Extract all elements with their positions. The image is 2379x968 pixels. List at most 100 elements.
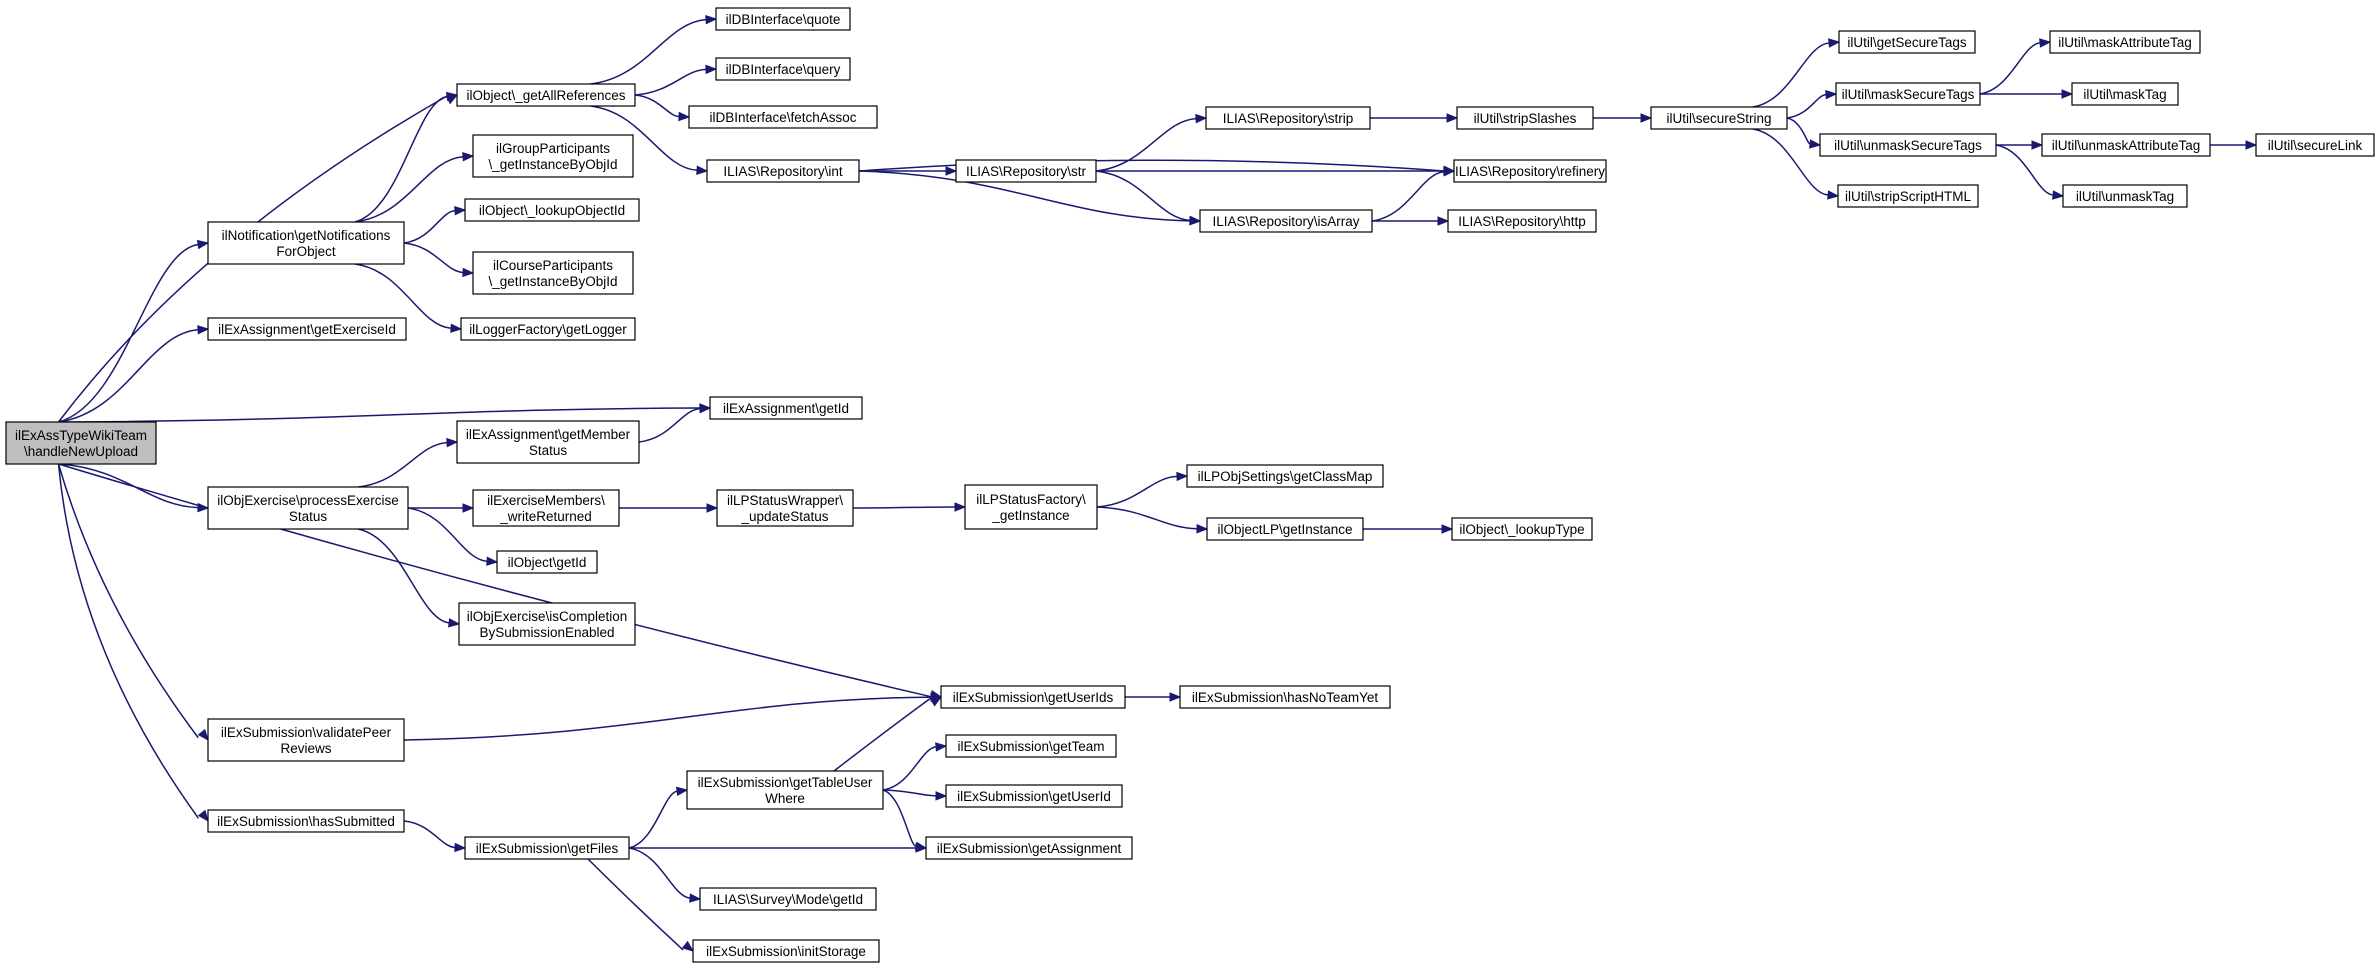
node-label: ILIAS\Repository\refinery (1455, 164, 1605, 179)
node-box (925, 836, 1133, 860)
node-get-user-ids[interactable]: ilExSubmission\getUserIds (940, 685, 1126, 709)
arrowhead (706, 503, 719, 513)
node-label: ilUtil\unmaskSecureTags (1834, 138, 1982, 153)
edge-lp-wrapper-to-lp-factory (852, 506, 956, 509)
edge-notif-to-course-part (403, 242, 464, 274)
node-root[interactable]: ilExAssTypeWikiTeam\handleNewUpload (5, 421, 157, 465)
node-label: ilExSubmission\validatePeer (221, 725, 392, 740)
node-get-all-references[interactable]: ilObject\_getAllReferences (456, 83, 636, 107)
edge-root-to-get-user-ids (58, 463, 932, 698)
edge-get-files-to-init-storage (587, 858, 684, 951)
node-lookup-object-id[interactable]: ilObject\_lookupObjectId (464, 198, 640, 222)
node-get-exercise-id[interactable]: ilExAssignment\getExerciseId (207, 317, 407, 341)
node-box (472, 251, 634, 295)
arrowhead (696, 165, 709, 175)
node-group-part[interactable]: ilGroupParticipants\_getInstanceByObjId (472, 134, 634, 178)
node-label: ilUtil\secureLink (2268, 138, 2363, 153)
node-box (1650, 106, 1788, 130)
node-write-returned[interactable]: ilExerciseMembers\_writeReturned (472, 489, 620, 527)
arrowhead (689, 893, 702, 903)
node-label: _getInstance (991, 508, 1069, 523)
node-box (472, 134, 634, 178)
node-label: ilUtil\maskSecureTags (1842, 87, 1975, 102)
edge-secure-string-to-mask-secure-tags (1786, 93, 1827, 119)
arrowhead (445, 91, 459, 102)
edge-secure-string-to-unmask-secure-tags (1786, 117, 1811, 145)
arrowhead (1640, 113, 1653, 123)
node-label: Where (765, 791, 805, 806)
node-strip-script[interactable]: ilUtil\stripScriptHTML (1837, 184, 1979, 208)
node-init-storage[interactable]: ilExSubmission\initStorage (692, 939, 880, 963)
node-strip-slashes[interactable]: ilUtil\stripSlashes (1456, 106, 1594, 130)
node-is-completion[interactable]: ilObjExercise\isCompletionBySubmissionEn… (458, 602, 636, 646)
node-lp-class-map[interactable]: ilLPObjSettings\getClassMap (1186, 464, 1384, 488)
node-box (1819, 133, 1997, 157)
node-box (207, 718, 405, 762)
edge-get-table-user-to-get-user-ids (833, 697, 932, 772)
node-unmask-secure-tags[interactable]: ilUtil\unmaskSecureTags (1819, 133, 1997, 157)
node-unmask-tag[interactable]: ilUtil\unmaskTag (2062, 184, 2188, 208)
node-db-fetch[interactable]: ilDBInterface\fetchAssoc (688, 105, 878, 129)
node-mask-tag[interactable]: ilUtil\maskTag (2071, 82, 2179, 106)
node-lookup-type[interactable]: ilObject\_lookupType (1451, 517, 1593, 541)
node-sub-get-user-id[interactable]: ilExSubmission\getUserId (945, 784, 1123, 808)
node-obj-get-id[interactable]: ilObject\getId (496, 550, 598, 574)
node-box (716, 489, 854, 527)
node-survey-get-id[interactable]: ILIAS\Survey\Mode\getId (699, 887, 877, 911)
node-db-query[interactable]: ilDBInterface\query (715, 57, 851, 81)
edge-unmask-secure-tags-to-unmask-tag (1995, 144, 2054, 196)
node-label: ilObjectLP\getInstance (1217, 522, 1352, 537)
node-box (1838, 30, 1976, 54)
arrowhead (1827, 190, 1840, 200)
edge-get-table-user-to-get-assignment (882, 789, 917, 848)
node-box (945, 734, 1117, 758)
node-label: ilUtil\maskTag (2083, 87, 2166, 102)
edge-process-exercise-to-get-member-status (357, 441, 448, 488)
node-ex-get-id[interactable]: ilExAssignment\getId (709, 396, 863, 420)
node-repo-str[interactable]: ILIAS\Repository\str (955, 159, 1097, 183)
node-secure-link[interactable]: ilUtil\secureLink (2255, 133, 2375, 157)
node-box (688, 105, 878, 129)
node-get-secure-tags[interactable]: ilUtil\getSecureTags (1838, 30, 1976, 54)
node-repo-is-array[interactable]: ILIAS\Repository\isArray (1199, 209, 1373, 233)
node-unmask-attr-tag[interactable]: ilUtil\unmaskAttributeTag (2041, 133, 2211, 157)
node-label: _updateStatus (740, 509, 828, 524)
node-mask-secure-tags[interactable]: ilUtil\maskSecureTags (1835, 82, 1981, 106)
node-lp-wrapper[interactable]: ilLPStatusWrapper\_updateStatus (716, 489, 854, 527)
node-repo-refinery[interactable]: ILIAS\Repository\refinery (1453, 159, 1607, 183)
node-repo-strip[interactable]: ILIAS\Repository\strip (1205, 106, 1371, 130)
edge-repo-str-to-repo-strip (1095, 117, 1197, 172)
arrowhead (1809, 139, 1822, 149)
node-get-team[interactable]: ilExSubmission\getTeam (945, 734, 1117, 758)
edge-repo-int-to-repo-is-array (858, 170, 1191, 222)
node-has-no-team[interactable]: ilExSubmission\hasNoTeamYet (1179, 685, 1391, 709)
arrowhead (699, 403, 712, 414)
edge-mask-secure-tags-to-mask-attr-tag (1979, 42, 2041, 95)
node-box (955, 159, 1097, 183)
arrowhead (1441, 524, 1454, 534)
node-object-lp[interactable]: ilObjectLP\getInstance (1206, 517, 1364, 541)
node-repo-int[interactable]: ILIAS\Repository\int (706, 159, 860, 183)
node-course-part[interactable]: ilCourseParticipants\_getInstanceByObjId (472, 251, 634, 295)
node-db-quote[interactable]: ilDBInterface\quote (715, 7, 851, 31)
node-box (456, 83, 636, 107)
node-get-assignment[interactable]: ilExSubmission\getAssignment (925, 836, 1133, 860)
node-repo-http[interactable]: ILIAS\Repository\http (1447, 209, 1597, 233)
node-has-submitted[interactable]: ilExSubmission\hasSubmitted (207, 809, 405, 833)
node-label: ilExerciseMembers\ (487, 493, 605, 508)
node-lp-factory[interactable]: ilLPStatusFactory\_getInstance (964, 484, 1098, 530)
node-label: ilNotification\getNotifications (222, 228, 391, 243)
node-box (2062, 184, 2188, 208)
arrowhead (1176, 471, 1189, 482)
edge-secure-string-to-strip-script (1752, 128, 1829, 196)
node-mask-attr-tag[interactable]: ilUtil\maskAttributeTag (2049, 30, 2201, 54)
node-get-logger[interactable]: ilLoggerFactory\getLogger (460, 317, 636, 341)
node-secure-string[interactable]: ilUtil\secureString (1650, 106, 1788, 130)
node-get-files[interactable]: ilExSubmission\getFiles (464, 836, 630, 860)
